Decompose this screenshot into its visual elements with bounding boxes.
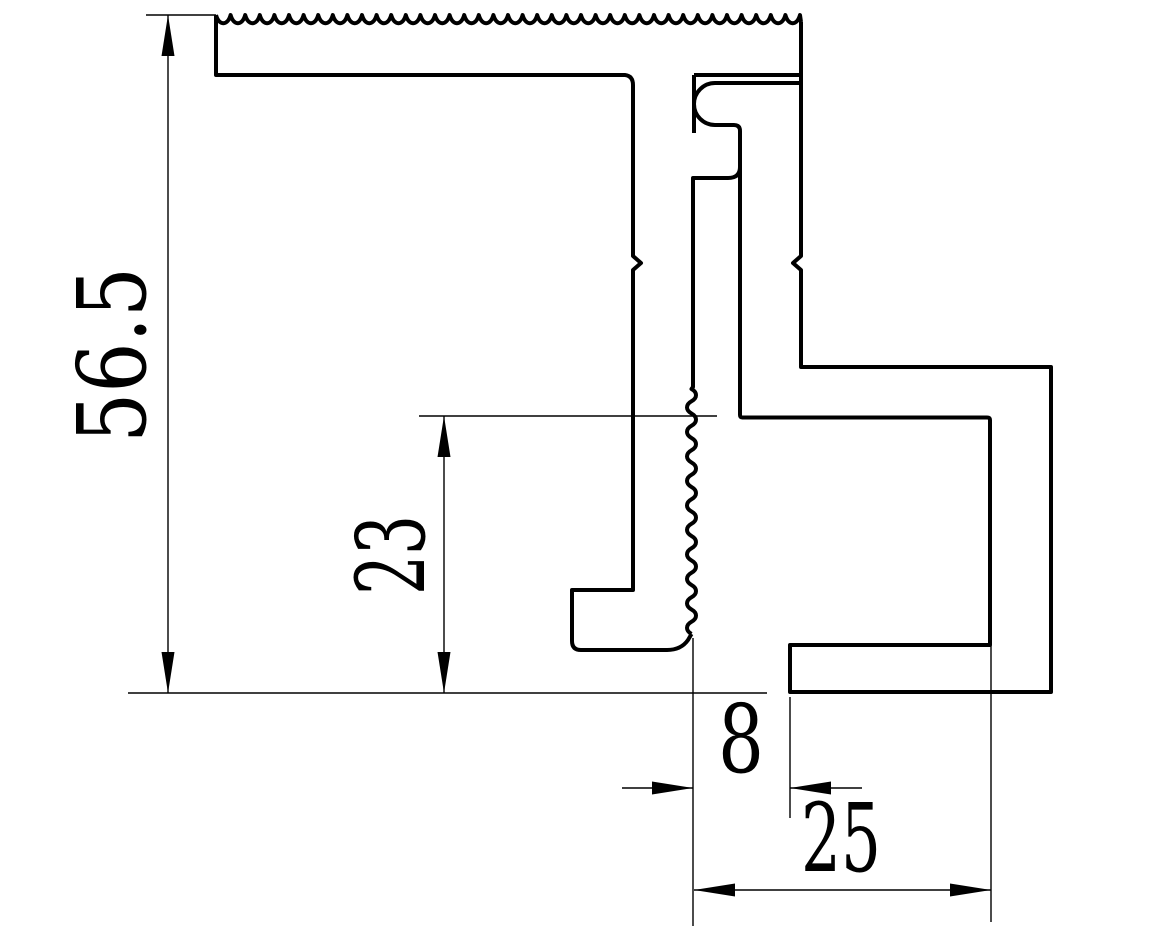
arrow-56-5-down — [161, 652, 175, 693]
profile-outline — [214, 13, 1053, 694]
dim-label-overall-height: 56.5 — [58, 267, 168, 443]
left-wall-and-foot-path — [214, 15, 694, 652]
arrow-56-5-up — [161, 15, 175, 56]
inner-wall-path — [738, 166, 744, 420]
arrow-8-left — [790, 781, 831, 795]
serrated-wall-and-hook-path — [685, 81, 799, 636]
arrow-25-left — [694, 883, 735, 897]
right-wall-and-clamp-block-path — [742, 22, 1053, 694]
top-serration-path — [214, 13, 803, 26]
arrow-23-up — [437, 416, 451, 457]
dim-label-clamp-opening: 25 — [801, 784, 881, 894]
arrow-23-down — [437, 652, 451, 693]
extension-lines — [128, 14, 992, 926]
arrow-8-right — [652, 781, 693, 795]
dim-label-lip-gap: 8 — [718, 685, 764, 795]
dimension-labels: 56.5 23 8 25 — [58, 267, 881, 894]
arrow-25-right — [950, 883, 991, 897]
dimension-arrows — [161, 15, 991, 897]
dimension-lines — [167, 15, 991, 891]
dim-label-channel-height: 23 — [337, 515, 447, 595]
